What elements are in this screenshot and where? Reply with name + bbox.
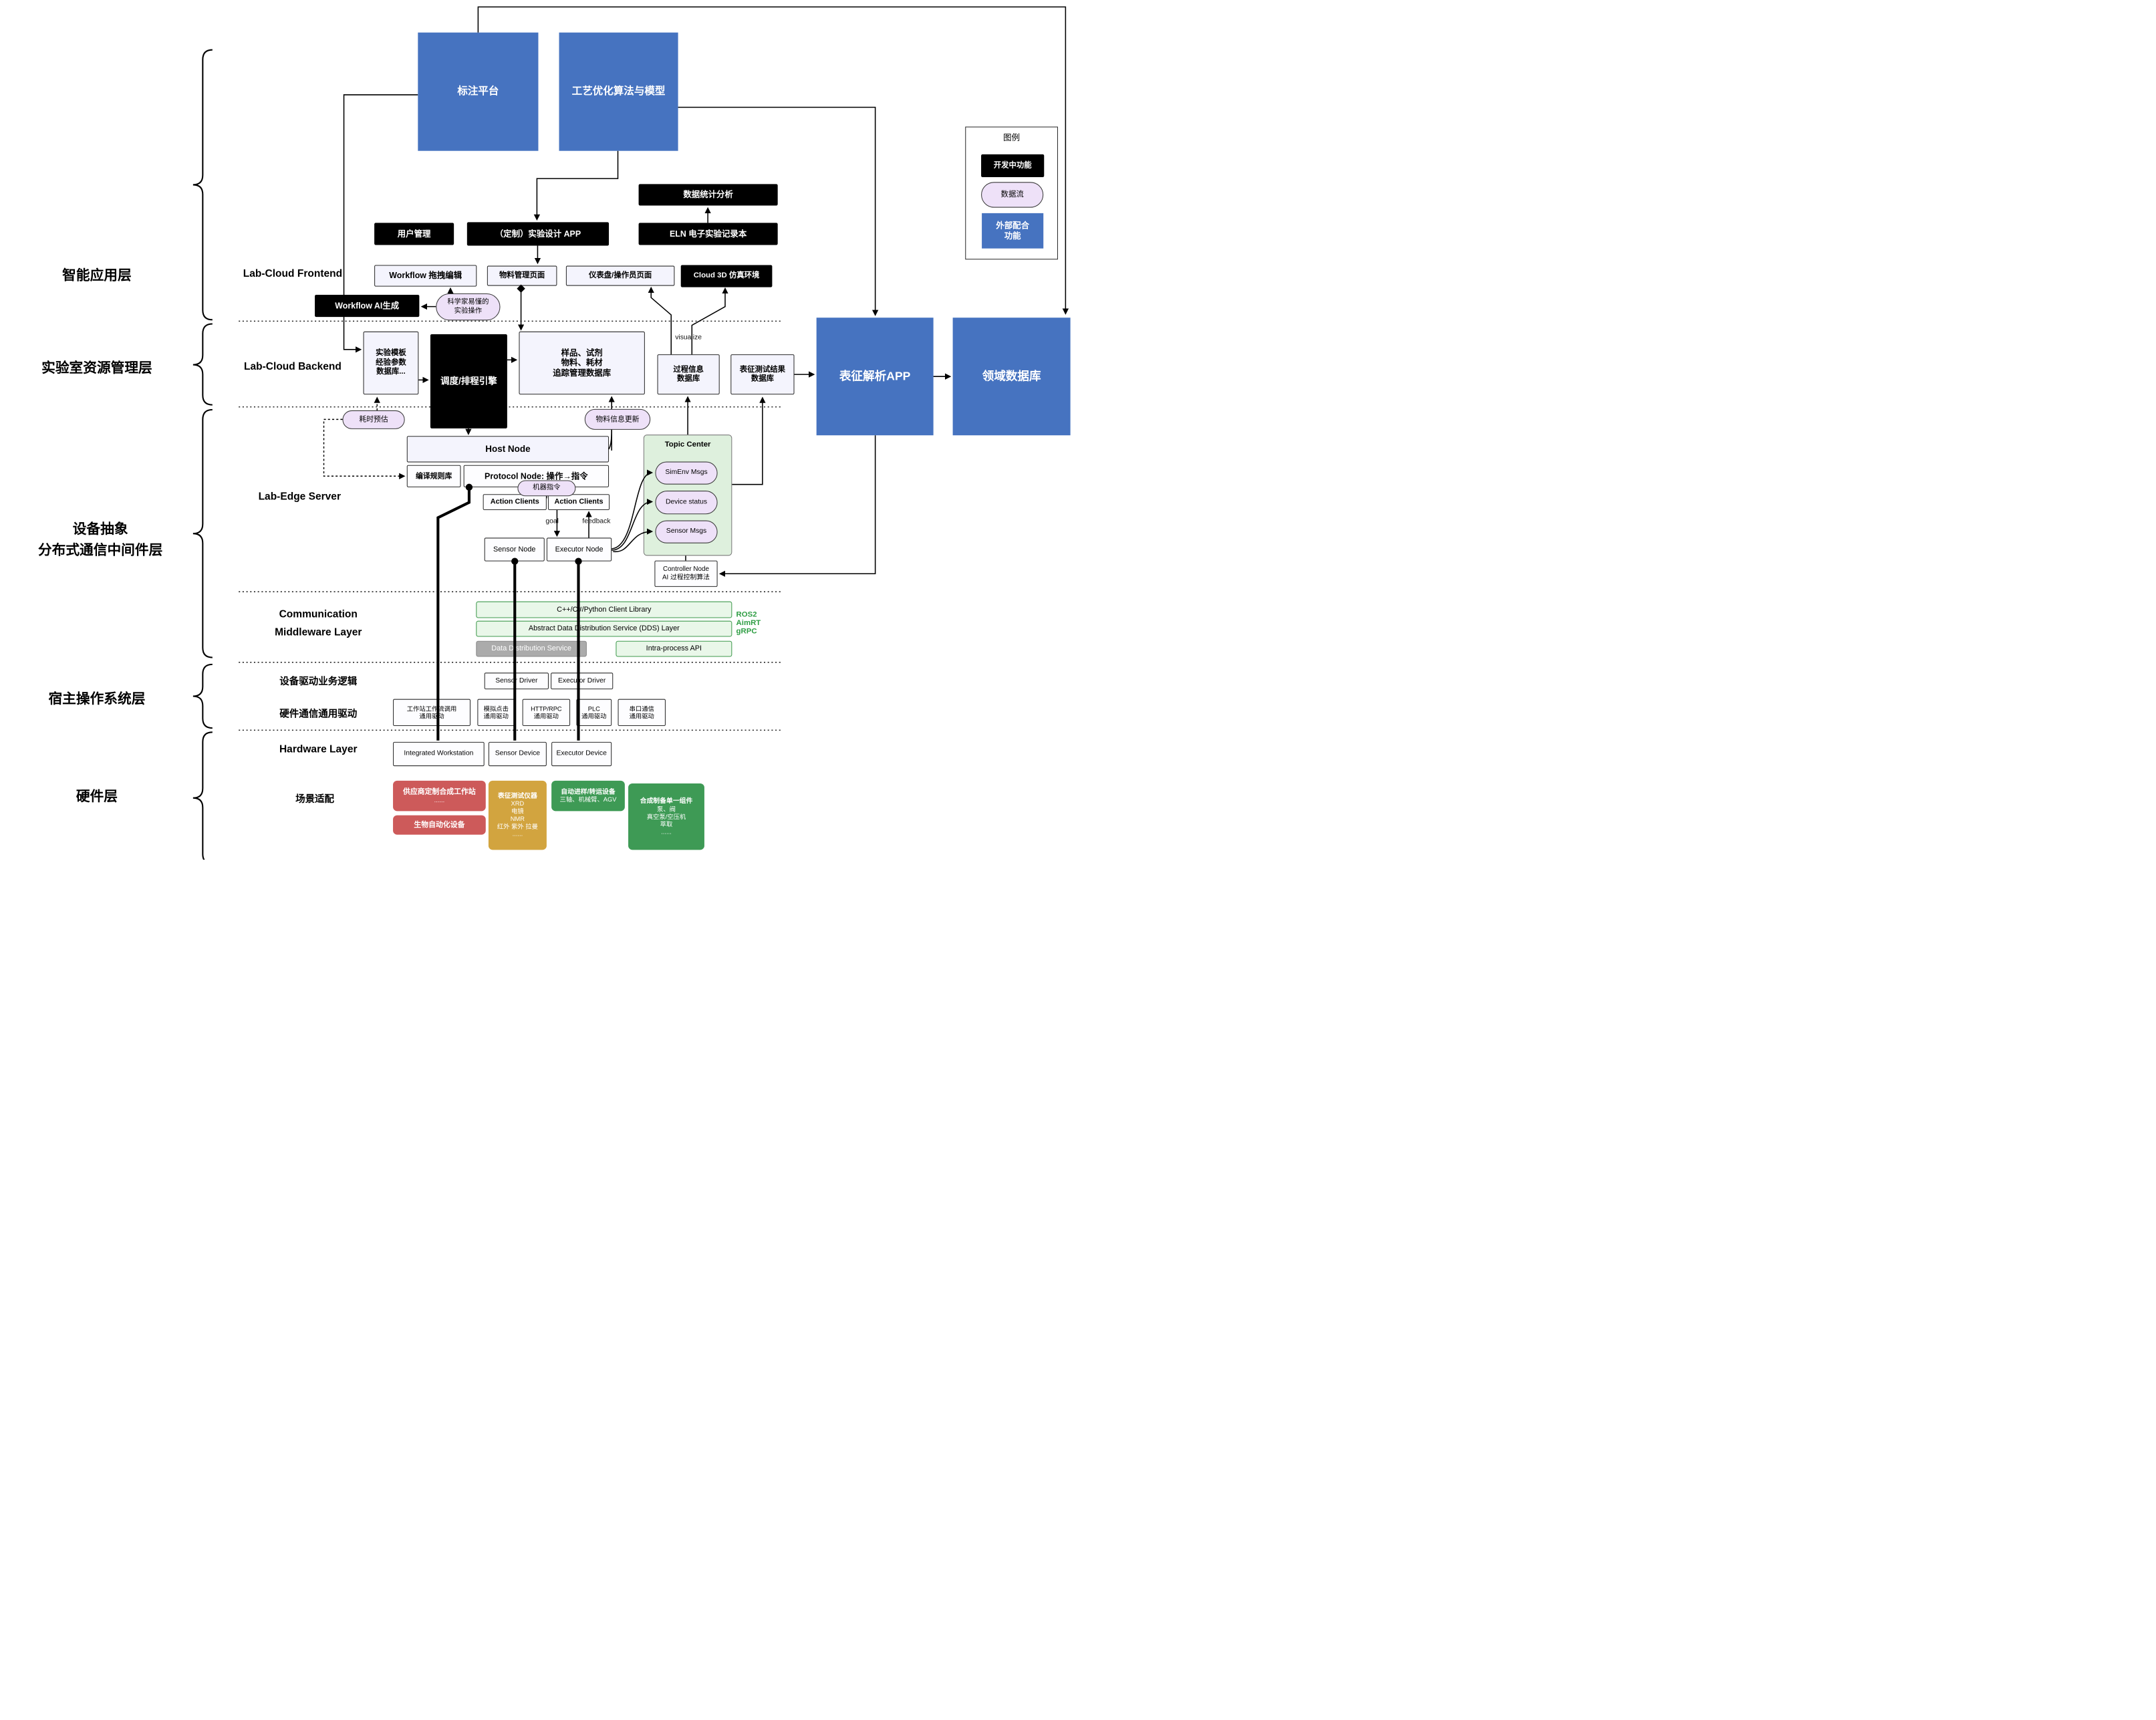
goal-label: goal: [545, 517, 559, 525]
layer-braces: [192, 49, 213, 860]
legend-item-developing: 开发中功能: [981, 154, 1045, 178]
sensor-msgs-pill: Sensor Msgs: [655, 520, 718, 543]
material-page-box: 物料管理页面: [487, 265, 557, 286]
template-db-box: 实验模板 经验参数 数据库...: [363, 331, 419, 395]
process-optimization-box: 工艺优化算法与模型: [559, 32, 678, 151]
vendor-workstation-body: ......: [434, 796, 445, 804]
characterization-instruments-box: 表征测试仪器 XRD 电镜 NMR 红外 紫外 拉曼 ......: [488, 780, 547, 850]
synthesis-title: 合成制备单一组件: [640, 797, 693, 806]
legend-title: 图例: [1003, 132, 1021, 143]
host-node-box: Host Node: [406, 436, 610, 463]
layer-label-app: 智能应用层: [62, 267, 132, 283]
bio-automation-box: 生物自动化设备: [393, 815, 486, 835]
diagram-canvas: 智能应用层 实验室资源管理层 设备抽象 分布式通信中间件层 宿主操作系统层 硬件…: [0, 0, 1078, 860]
data-stats-box: 数据统计分析: [638, 184, 778, 206]
dds-bar: Data Distribution Service: [476, 640, 587, 657]
executor-node-box: Executor Node: [546, 537, 612, 562]
vendor-workstation-box: 供应商定制合成工作站 ......: [393, 780, 486, 812]
section-label-comm-1: Communication: [279, 608, 358, 620]
topic-center-panel: Topic Center SimEnv Msgs Device status S…: [643, 435, 732, 556]
rule-lib-box: 编译规则库: [406, 465, 461, 487]
annotation-platform-box: 标注平台: [418, 32, 539, 151]
sensor-node-box: Sensor Node: [484, 537, 545, 562]
client-library-bar: C++/C#/Python Client Library: [476, 601, 732, 618]
section-label-edge: Lab-Edge Server: [258, 491, 341, 503]
section-label-hardware-layer: Hardware Layer: [279, 743, 358, 755]
action-clients-right-box: Action Clients: [547, 494, 610, 511]
characterization-title: 表征测试仪器: [497, 792, 537, 800]
topic-center-title: Topic Center: [664, 440, 711, 449]
dashboard-page-box: 仪表盘/操作员页面: [565, 265, 675, 286]
cloud3d-box: Cloud 3D 仿真环境: [680, 265, 773, 287]
synthesis-body: 泵、阀 真空泵/空压机 萃取 ......: [646, 805, 686, 836]
workflow-edit-box: Workflow 拖拽编辑: [374, 265, 477, 287]
user-mgmt-box: 用户管理: [374, 223, 454, 245]
workflow-ai-box: Workflow AI生成: [315, 295, 420, 318]
char-result-db-box: 表征测试结果 数据库: [730, 354, 795, 395]
sample-db-box: 样品、试剂 物料、耗材 追踪管理数据库: [519, 331, 645, 395]
domain-db-box: 领域数据库: [952, 318, 1071, 436]
sensor-driver-box: Sensor Driver: [484, 672, 549, 690]
generic-driver-workstation: 工作站工作流调用 通用驱动: [393, 699, 471, 727]
design-app-box: （定制）实验设计 APP: [466, 222, 610, 246]
machine-cmd-pill: 机器指令: [517, 480, 576, 497]
section-label-hw-drivers: 硬件通信通用驱动: [279, 708, 358, 719]
eln-box: ELN 电子实验记录本: [638, 223, 778, 245]
characterization-body: XRD 电镜 NMR 红外 紫外 拉曼 ......: [497, 800, 538, 838]
section-label-driver-logic: 设备驱动业务逻辑: [279, 675, 358, 687]
dds-abstract-bar: Abstract Data Distribution Service (DDS)…: [476, 620, 732, 637]
scientist-ops-pill: 科学家易懂的 实验操作: [436, 293, 501, 321]
time-estimate-pill: 耗时预估: [342, 410, 405, 429]
generic-driver-http: HTTP/RPC 通用驱动: [522, 699, 571, 727]
layer-label-device-2: 分布式通信中间件层: [37, 542, 163, 558]
ros-stack-label: ROS2 AimRT gRPC: [736, 610, 761, 636]
process-db-box: 过程信息 数据库: [657, 354, 720, 395]
scheduler-box: 调度/排程引擎: [430, 334, 507, 428]
feedback-label: feedback: [582, 517, 611, 525]
sensor-device-box: Sensor Device: [488, 741, 547, 767]
layer-label-resource: 实验室资源管理层: [41, 360, 152, 376]
generic-driver-plc: PLC 通用驱动: [576, 699, 612, 727]
visualize-label: visualize: [675, 334, 702, 342]
layer-label-host-os: 宿主操作系统层: [48, 691, 146, 707]
section-label-comm-2: Middleware Layer: [275, 626, 362, 638]
transfer-equipment-box: 自动进样/转运设备 三轴、机械臂、AGV: [551, 780, 625, 812]
transfer-body: 三轴、机械臂、AGV: [559, 795, 617, 804]
intra-process-api-bar: Intra-process API: [616, 640, 732, 657]
legend-item-external: 外部配合 功能: [982, 213, 1044, 249]
material-update-pill: 物料信息更新: [584, 408, 651, 430]
legend-panel: 图例 开发中功能 数据流 外部配合 功能: [965, 126, 1058, 260]
executor-driver-box: Executor Driver: [551, 672, 614, 690]
vendor-workstation-title: 供应商定制合成工作站: [403, 787, 476, 796]
synthesis-components-box: 合成制备单一组件 泵、阀 真空泵/空压机 萃取 ......: [628, 783, 704, 850]
transfer-title: 自动进样/转运设备: [561, 787, 616, 796]
executor-device-box: Executor Device: [551, 741, 612, 767]
architecture-diagram: 智能应用层 实验室资源管理层 设备抽象 分布式通信中间件层 宿主操作系统层 硬件…: [0, 0, 1078, 860]
char-analysis-app-box: 表征解析APP: [816, 318, 934, 436]
device-status-pill: Device status: [655, 491, 718, 515]
simenv-msgs-pill: SimEnv Msgs: [655, 461, 718, 485]
legend-item-dataflow: 数据流: [981, 182, 1044, 208]
layer-label-hardware: 硬件层: [76, 789, 118, 805]
section-label-backend: Lab-Cloud Backend: [244, 360, 342, 372]
action-clients-left-box: Action Clients: [483, 494, 547, 511]
section-label-frontend: Lab-Cloud Frontend: [243, 267, 343, 280]
generic-driver-serial: 串口通信 通用驱动: [618, 699, 666, 727]
section-label-scenario: 场景适配: [295, 793, 335, 805]
layer-label-device-1: 设备抽象: [72, 521, 128, 537]
integrated-workstation-box: Integrated Workstation: [393, 741, 485, 767]
generic-driver-click: 模拟点击 通用驱动: [477, 699, 515, 727]
controller-node-box: Controller Node AI 过程控制算法: [654, 560, 718, 587]
